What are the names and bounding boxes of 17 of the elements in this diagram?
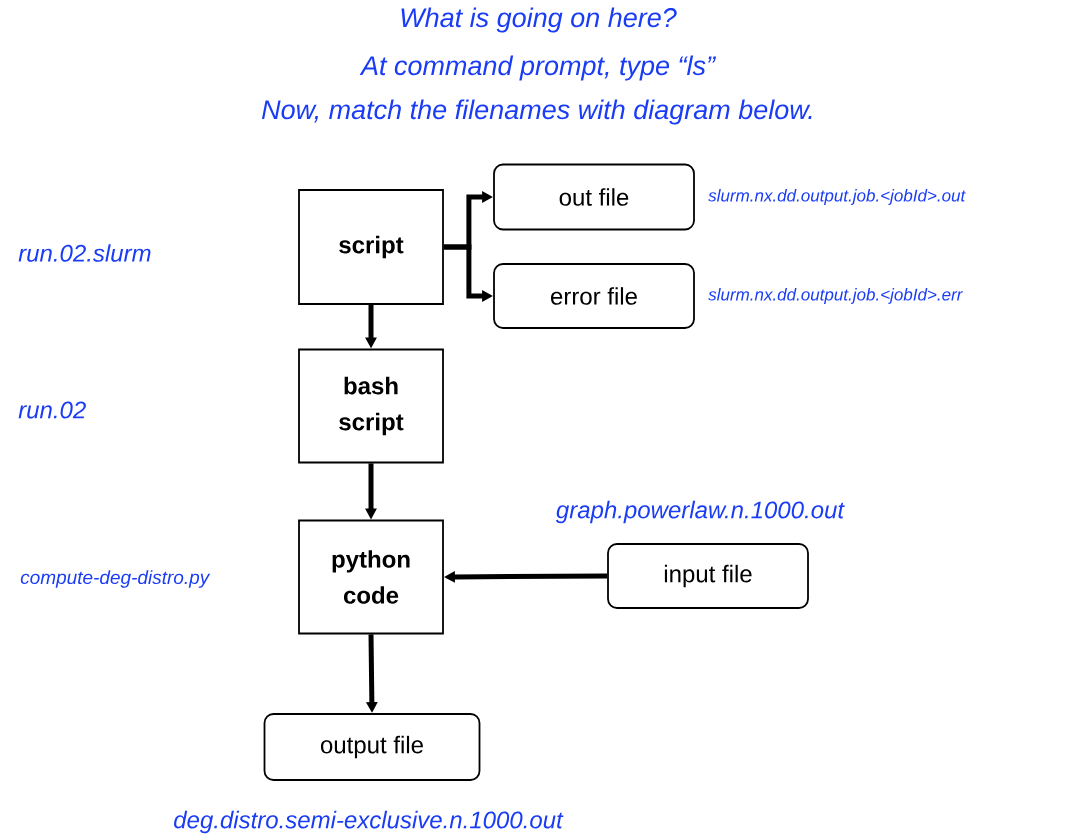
filename-label: deg.distro.semi-exclusive.n.1000.out — [174, 810, 564, 834]
process-box: python code — [298, 519, 444, 635]
filename-label: graph.powerlaw.n.1000.out — [555, 500, 845, 524]
instruction-text: Now, match the filenames with diagram below. — [261, 99, 812, 125]
file-box: output file — [263, 713, 481, 781]
instruction-text: At command prompt, type “ls” — [359, 55, 716, 81]
filename-label: run.02.slurm — [18, 244, 151, 262]
file-box: error file — [493, 263, 695, 329]
title: What is going on here? — [401, 7, 677, 33]
file-box: out file — [493, 163, 695, 231]
filename-label: slurm.nx.dd.output.job.<jobId>.out — [708, 189, 966, 205]
file-box: input file — [607, 543, 809, 609]
process-box: bash script — [298, 348, 444, 464]
filename-label: compute-deg-distro.py — [20, 570, 211, 588]
filename-label: slurm.nx.dd.output.job.<jobId>.err — [708, 288, 963, 304]
filename-label: run.02 — [18, 401, 86, 419]
process-box: script — [298, 189, 444, 305]
